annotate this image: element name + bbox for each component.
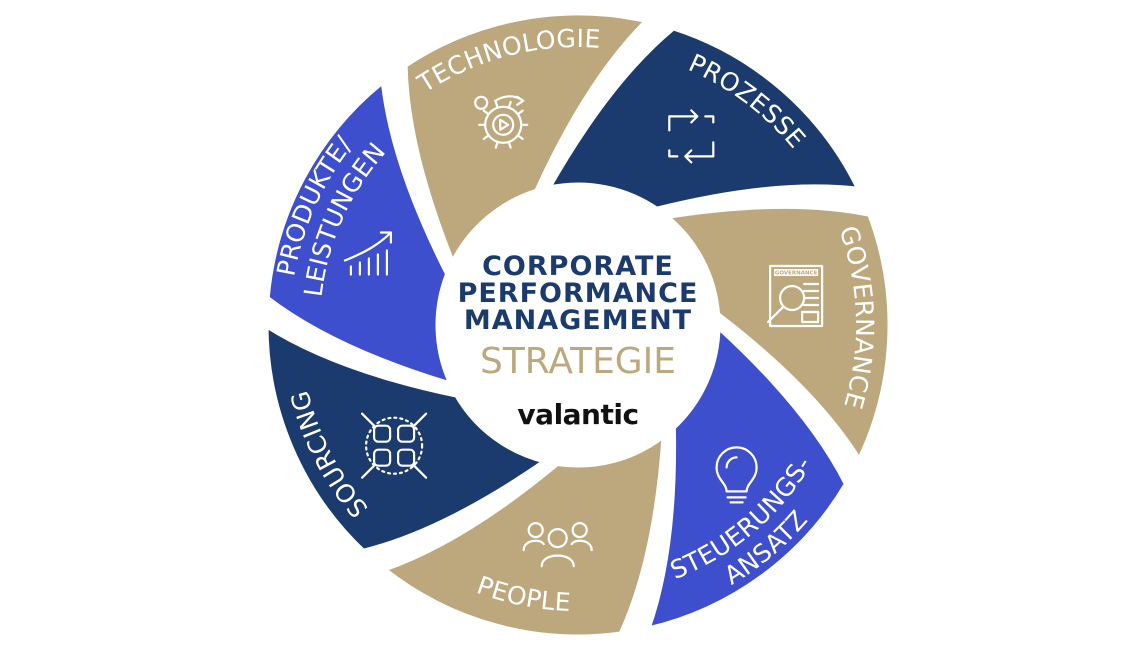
center-hub: CORPORATE PERFORMANCE MANAGEMENT STRATEG… bbox=[446, 193, 710, 457]
segment-shape-governance bbox=[664, 203, 893, 463]
center-circle bbox=[446, 193, 710, 457]
segment-shape-technologie bbox=[402, 10, 650, 266]
segment-people: PEOPLE bbox=[381, 432, 667, 640]
center-title-line-1: CORPORATE bbox=[482, 251, 674, 282]
segment-technologie: TECHNOLOGIE bbox=[402, 10, 650, 266]
lightbulb-icon bbox=[715, 446, 758, 504]
gear-play-icon bbox=[474, 95, 529, 149]
segment-prozesse: PROZESSE bbox=[545, 25, 862, 212]
center-title-line-3: MANAGEMENT bbox=[464, 305, 692, 336]
segment-shape-people bbox=[381, 432, 667, 640]
cycle-arrows-icon bbox=[668, 109, 715, 164]
growth-chart-icon bbox=[343, 231, 392, 276]
segment-shape-prozesse bbox=[545, 25, 862, 212]
segment-shape-sourcing bbox=[263, 322, 548, 554]
center-subtitle: STRATEGIE bbox=[480, 341, 676, 382]
center-title-line-2: PERFORMANCE bbox=[458, 278, 699, 309]
segment-shape-steuerungsansatz bbox=[645, 324, 849, 632]
wheel-segments: PROZESSEGOVERNANCEGOVERNANCESTEUERUNGS-A… bbox=[263, 10, 893, 640]
governance-document-icon: GOVERNANCE bbox=[766, 264, 824, 328]
fist-bump-icon bbox=[361, 412, 428, 479]
segment-shape-produkte bbox=[264, 78, 454, 387]
governance-icon-caption: GOVERNANCE bbox=[775, 271, 818, 277]
brand-logo: valantic bbox=[517, 398, 638, 431]
people-group-icon bbox=[522, 521, 593, 568]
